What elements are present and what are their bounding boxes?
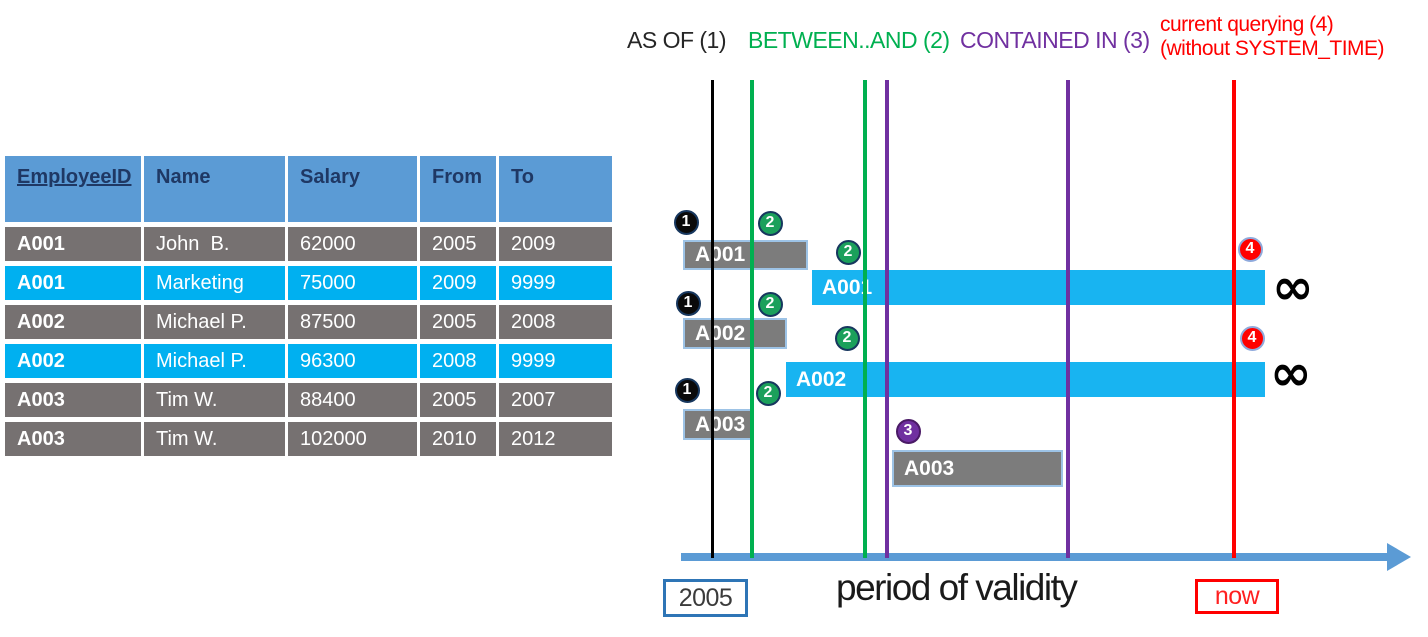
- axis-now-box: now: [1195, 579, 1279, 614]
- validity-bar-a003: A003: [683, 409, 753, 440]
- legend-between-and: BETWEEN..AND (2): [748, 27, 950, 54]
- table-cell-to: 2007: [499, 383, 612, 417]
- validity-bar-label: A002: [695, 321, 746, 345]
- table-cell-salary: 62000: [288, 227, 417, 261]
- legend-current-querying-label: current querying (4): [1160, 13, 1334, 36]
- table-header-cell-from: From: [420, 156, 496, 222]
- validity-bar-label: A001: [695, 243, 746, 266]
- legend-contained-in: CONTAINED IN (3): [960, 27, 1150, 54]
- table-header-cell-salary: Salary: [288, 156, 417, 222]
- query-badge-1: 1: [673, 209, 699, 235]
- legend-between-and-label: BETWEEN..AND (2): [748, 27, 950, 53]
- table-header-label: To: [511, 166, 534, 188]
- validity-bar-a003: A003: [892, 450, 1063, 487]
- infinity-icon: ∞: [1272, 258, 1314, 316]
- infinity-icon: ∞: [1270, 344, 1312, 402]
- table-cell-employeeid: A003: [5, 422, 141, 456]
- query-line-purple: [1066, 80, 1070, 558]
- time-axis-arrowhead-icon: [1387, 543, 1411, 571]
- table-header-cell-name: Name: [144, 156, 285, 222]
- query-line-purple: [885, 80, 889, 558]
- validity-bar-label: A003: [904, 456, 955, 480]
- table-cell-name: Tim W.: [144, 422, 285, 456]
- table-cell-to: 9999: [499, 344, 612, 378]
- table-cell-from: 2010: [420, 422, 496, 456]
- query-badge-1: 1: [675, 290, 701, 316]
- validity-bar-label: A001: [822, 275, 873, 299]
- validity-bar-label: A003: [695, 412, 746, 436]
- query-badge-2: 2: [835, 239, 861, 265]
- employee-table-header: EmployeeID Name Salary From To: [5, 156, 612, 222]
- query-badge-4: 4: [1239, 325, 1265, 351]
- axis-title: period of validity: [836, 567, 1078, 608]
- query-badge-2: 2: [757, 210, 783, 236]
- legend-current-querying-label: (without SYSTEM_TIME): [1160, 37, 1385, 60]
- query-badge-2: 2: [834, 325, 860, 351]
- query-line-black: [711, 80, 714, 558]
- legend-as-of: AS OF (1): [627, 27, 727, 54]
- table-cell-salary: 96300: [288, 344, 417, 378]
- table-header-row: EmployeeID Name Salary From To: [5, 156, 612, 222]
- table-cell-employeeid: A002: [5, 344, 141, 378]
- table-cell-employeeid: A001: [5, 227, 141, 261]
- table-header-label: Salary: [300, 166, 361, 188]
- table-cell-employeeid: A002: [5, 305, 141, 339]
- table-cell-to: 2012: [499, 422, 612, 456]
- query-line-green: [863, 80, 867, 558]
- validity-bar-a002: A002: [786, 362, 1265, 397]
- table-cell-salary: 88400: [288, 383, 417, 417]
- table-cell-from: 2005: [420, 305, 496, 339]
- table-cell-from: 2008: [420, 344, 496, 378]
- table-cell-employeeid: A003: [5, 383, 141, 417]
- table-cell-from: 2009: [420, 266, 496, 300]
- validity-bar-label: A002: [796, 367, 847, 391]
- table-cell-to: 2009: [499, 227, 612, 261]
- table-cell-name: John B.: [144, 227, 285, 261]
- axis-start-year-box: 2005: [663, 579, 748, 617]
- legend-current-querying: current querying (4)(without SYSTEM_TIME…: [1160, 10, 1385, 61]
- table-cell-name: Michael P.: [144, 305, 285, 339]
- query-line-red: [1232, 80, 1236, 558]
- table-cell-salary: 75000: [288, 266, 417, 300]
- axis-now-label: now: [1214, 582, 1260, 610]
- table-header-label: Name: [156, 166, 211, 188]
- table-cell-employeeid: A001: [5, 266, 141, 300]
- axis-start-year-label: 2005: [678, 583, 733, 612]
- table-header-cell-to: To: [499, 156, 612, 222]
- table-header-cell-employeeid: EmployeeID: [5, 156, 141, 222]
- query-badge-4: 4: [1237, 236, 1263, 262]
- table-cell-to: 2008: [499, 305, 612, 339]
- table-cell-name: Michael P.: [144, 344, 285, 378]
- validity-bar-a001: A001: [683, 240, 808, 270]
- table-cell-from: 2005: [420, 383, 496, 417]
- table-header-label: EmployeeID: [17, 166, 132, 188]
- query-badge-3: 3: [895, 418, 921, 444]
- time-axis: [681, 553, 1389, 561]
- validity-bar-a002: A002: [683, 318, 787, 349]
- table-header-label: From: [432, 166, 482, 188]
- legend-contained-in-label: CONTAINED IN (3): [960, 27, 1150, 53]
- table-cell-salary: 87500: [288, 305, 417, 339]
- table-cell-to: 9999: [499, 266, 612, 300]
- table-cell-name: Tim W.: [144, 383, 285, 417]
- query-badge-2: 2: [755, 380, 781, 406]
- query-badge-1: 1: [674, 377, 700, 403]
- table-cell-name: Marketing: [144, 266, 285, 300]
- query-badge-2: 2: [757, 291, 783, 317]
- query-line-green: [750, 80, 754, 558]
- table-cell-salary: 102000: [288, 422, 417, 456]
- validity-bar-a001: A001: [812, 270, 1265, 305]
- table-cell-from: 2005: [420, 227, 496, 261]
- legend-as-of-label: AS OF (1): [627, 27, 727, 53]
